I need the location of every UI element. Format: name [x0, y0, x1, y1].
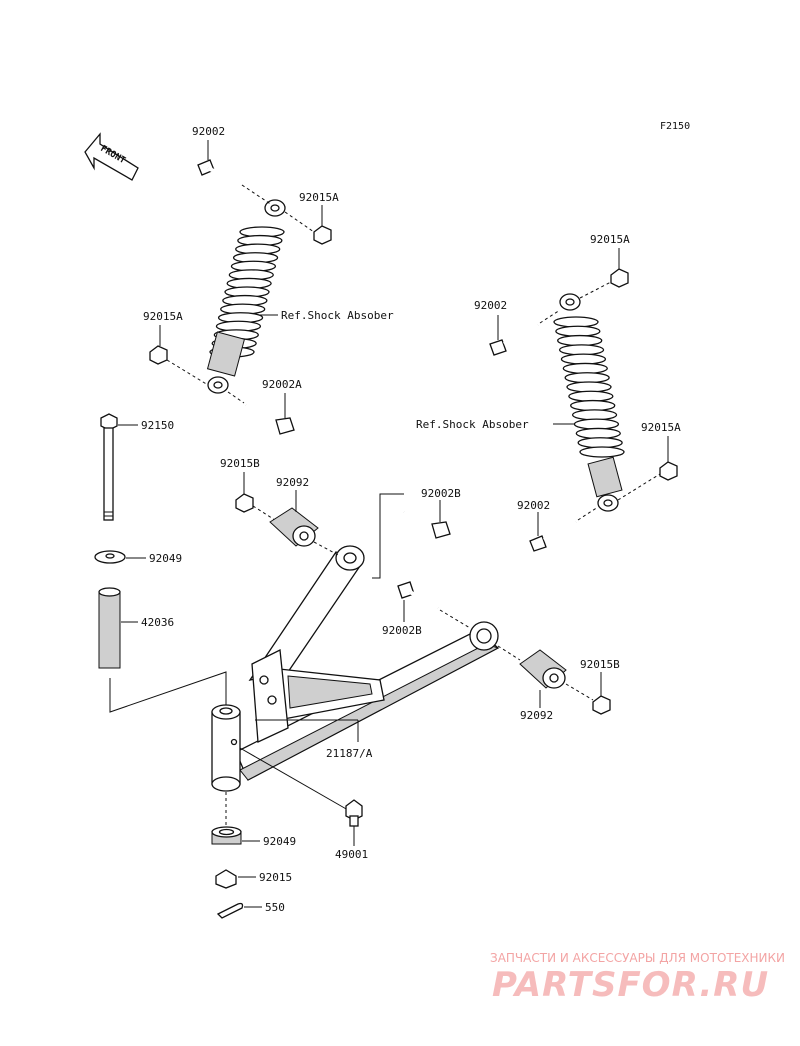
left-shock-absorber	[206, 199, 286, 394]
label-92002-right-top: 92002	[474, 299, 507, 312]
bolt-92002a-left-low	[227, 391, 295, 435]
spring-coil	[560, 353, 607, 365]
front-arrow-icon: FRONT	[84, 132, 139, 181]
spring-coil	[577, 437, 623, 449]
spring-coil	[568, 390, 614, 402]
nut-92015a-left-mid	[149, 345, 168, 365]
bolt-92002-left-top	[197, 159, 273, 206]
spring-coil	[553, 316, 599, 328]
label-550: 550	[265, 901, 285, 914]
spring-coil	[562, 362, 608, 375]
label-92015a-right-mid: 92015A	[641, 421, 681, 434]
spring-coil	[557, 334, 603, 347]
washer-92049-top	[94, 550, 126, 564]
pivot-guide-line	[109, 671, 227, 713]
label-92002-right-low: 92002	[517, 499, 550, 512]
watermark-tagline: ЗАПЧАСТИ И АКСЕССУАРЫ ДЛЯ МОТОТЕХНИКИ	[490, 951, 785, 965]
spring-coil	[570, 399, 616, 412]
long-bolt-92150	[100, 413, 118, 521]
label-ref-shock-right: Ref.Shock Absober	[416, 418, 529, 431]
label-92015b-right: 92015B	[580, 658, 620, 671]
label-92002a-left-low: 92002A	[262, 378, 302, 391]
collar-42036	[98, 587, 121, 669]
label-ref-shock-left: Ref.Shock Absober	[281, 309, 394, 322]
label-92015a-right-top: 92015A	[590, 233, 630, 246]
nut-92015a-right-mid	[659, 461, 678, 481]
spring-coil	[571, 409, 618, 421]
spring-coil	[564, 372, 610, 384]
label-92015a-left-top: 92015A	[299, 191, 339, 204]
grease-fitting-49001	[239, 747, 363, 846]
spring-coil	[573, 418, 620, 430]
label-92049-bottom: 92049	[263, 835, 296, 848]
label-49001: 49001	[335, 848, 368, 861]
nut-92015b-left	[235, 493, 254, 513]
spring-coil	[558, 344, 605, 356]
figure-code: F2150	[660, 121, 690, 132]
label-21187a: 21187/A	[326, 747, 373, 760]
label-92092-right: 92092	[520, 709, 553, 722]
spring-coil	[579, 446, 625, 458]
nut-92015a-right-top	[610, 268, 629, 288]
label-92150: 92150	[141, 419, 174, 432]
label-92015a-left-mid: 92015A	[143, 310, 183, 323]
seal-92049-bottom	[211, 826, 242, 845]
label-92015-bottom: 92015	[259, 871, 292, 884]
bushing-92092-right	[519, 649, 567, 689]
bushing-92092-left	[269, 507, 319, 547]
label-42036: 42036	[141, 616, 174, 629]
spring-coil	[555, 325, 601, 337]
label-92002b-mid: 92002B	[382, 624, 422, 637]
label-92092-left: 92092	[276, 476, 309, 489]
bolt-92002-right-top	[489, 309, 561, 356]
nut-92015-bottom	[215, 869, 237, 889]
label-92002-left-top: 92002	[192, 125, 225, 138]
cotter-pin-550	[216, 902, 244, 919]
right-shock-absorber	[553, 293, 625, 512]
bolt-92002b-mid	[397, 581, 471, 629]
spring-coil	[575, 427, 621, 440]
label-92049-top: 92049	[149, 552, 182, 565]
nut-92015b-right	[592, 695, 611, 715]
a-arm-21187a	[211, 545, 500, 792]
bolt-92002b-right	[402, 500, 451, 539]
bolt-92002-right-low	[529, 506, 599, 552]
watermark-logo: PARTSFOR.RU	[492, 965, 769, 1005]
label-92002b-right: 92002B	[421, 487, 461, 500]
nut-92015a-left-top	[313, 225, 332, 245]
spring-coil	[566, 381, 612, 393]
label-92015b-left: 92015B	[220, 457, 260, 470]
